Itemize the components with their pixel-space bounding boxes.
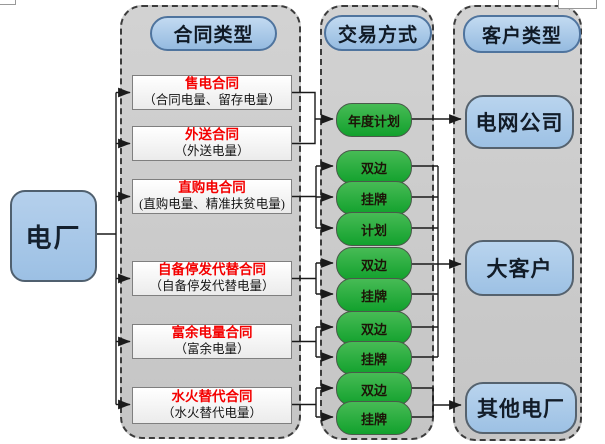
- node-contract-export: 外送合同 （外送电量）: [132, 126, 292, 161]
- node-mode-plan: 计划: [336, 212, 412, 246]
- contract-subtitle: （富余电量）: [174, 342, 250, 357]
- contract-subtitle: （自备停发代替电量）: [149, 279, 275, 294]
- node-mode-bilateral-1: 双边: [336, 150, 412, 184]
- screenshot-artifact-top-left: [0, 0, 16, 5]
- header-contract-type: 合同类型: [150, 16, 277, 51]
- node-mode-bilateral-2: 双边: [336, 247, 412, 281]
- contract-title: 售电合同: [185, 76, 239, 92]
- node-mode-listing-3: 挂牌: [336, 341, 412, 375]
- node-mode-listing-1: 挂牌: [336, 181, 412, 215]
- header-customer-type: 客户类型: [463, 15, 581, 53]
- node-customer-other-plants: 其他电厂: [465, 382, 577, 434]
- node-contract-sale: 售电合同 （合同电量、留存电量）: [132, 75, 292, 110]
- node-mode-bilateral-3: 双边: [336, 311, 412, 345]
- node-contract-self-supply-substitute: 自备停发代替合同 （自备停发代替电量）: [132, 261, 292, 296]
- screenshot-artifact-top-right: [558, 0, 597, 9]
- header-trade-mode: 交易方式: [324, 15, 432, 51]
- contract-title: 富余电量合同: [171, 325, 253, 341]
- node-customer-big-customer: 大客户: [465, 240, 574, 296]
- contract-subtitle: （外送电量）: [174, 144, 250, 159]
- contract-subtitle: （合同电量、留存电量）: [143, 93, 281, 108]
- node-customer-grid-company: 电网公司: [465, 95, 574, 149]
- customer-type-container: [453, 5, 582, 441]
- node-mode-listing-4: 挂牌: [336, 401, 412, 435]
- node-power-plant: 电厂: [10, 190, 97, 282]
- contract-title: 自备停发代替合同: [158, 262, 266, 278]
- contract-subtitle: （水火替代电量）: [161, 406, 262, 421]
- contract-title: 外送合同: [185, 127, 239, 143]
- node-contract-surplus: 富余电量合同 （富余电量）: [132, 324, 292, 359]
- node-mode-annual-plan: 年度计划: [336, 103, 412, 137]
- contract-title: 水火替代合同: [171, 389, 253, 405]
- node-mode-bilateral-4: 双边: [336, 372, 412, 406]
- node-contract-hydro-thermal: 水火替代合同 （水火替代电量）: [132, 387, 292, 424]
- node-mode-listing-2: 挂牌: [336, 278, 412, 312]
- contract-subtitle: (直购电量、精准扶贫电量): [139, 197, 285, 212]
- contract-title: 直购电合同: [178, 180, 246, 196]
- node-contract-direct-purchase: 直购电合同 (直购电量、精准扶贫电量): [132, 179, 292, 214]
